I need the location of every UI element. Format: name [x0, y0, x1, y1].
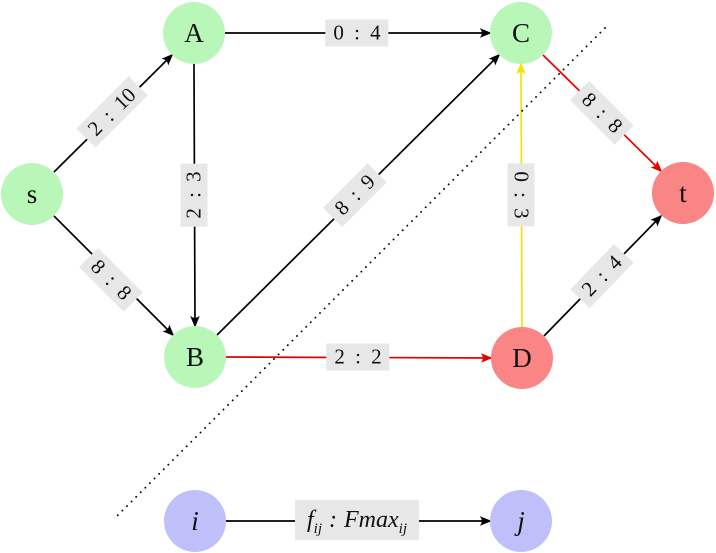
- node-t-label: t: [679, 177, 687, 208]
- legend-capacity-subscript: ij: [398, 520, 408, 537]
- legend-node-j-label: j: [517, 505, 525, 536]
- node-B-label: B: [185, 341, 204, 372]
- legend-flow-subscript: ij: [313, 520, 323, 537]
- min-cut-dotted-line: [114, 27, 606, 519]
- edge-label-B-D: 2 : 2: [326, 343, 390, 371]
- node-D-label: D: [512, 342, 532, 373]
- node-C: C: [490, 2, 552, 64]
- edge-label-A-C: 0 : 4: [325, 19, 389, 47]
- legend-node-i-label: i: [191, 505, 199, 536]
- legend-flow-symbol: f: [306, 507, 314, 533]
- node-B: B: [164, 326, 226, 388]
- legend-colon: :: [329, 507, 338, 533]
- node-s: s: [1, 163, 63, 225]
- node-s-label: s: [26, 178, 38, 209]
- legend-node-i: i: [164, 490, 226, 552]
- legend-capacity-symbol: Fmax: [344, 507, 399, 533]
- node-C-label: C: [511, 17, 530, 48]
- node-D: D: [491, 327, 553, 389]
- node-t: t: [652, 162, 714, 224]
- node-A: A: [163, 2, 225, 64]
- legend-formula-label: fij:Fmaxij: [294, 500, 420, 540]
- node-A-label: A: [184, 17, 204, 48]
- legend-node-j: j: [490, 490, 552, 552]
